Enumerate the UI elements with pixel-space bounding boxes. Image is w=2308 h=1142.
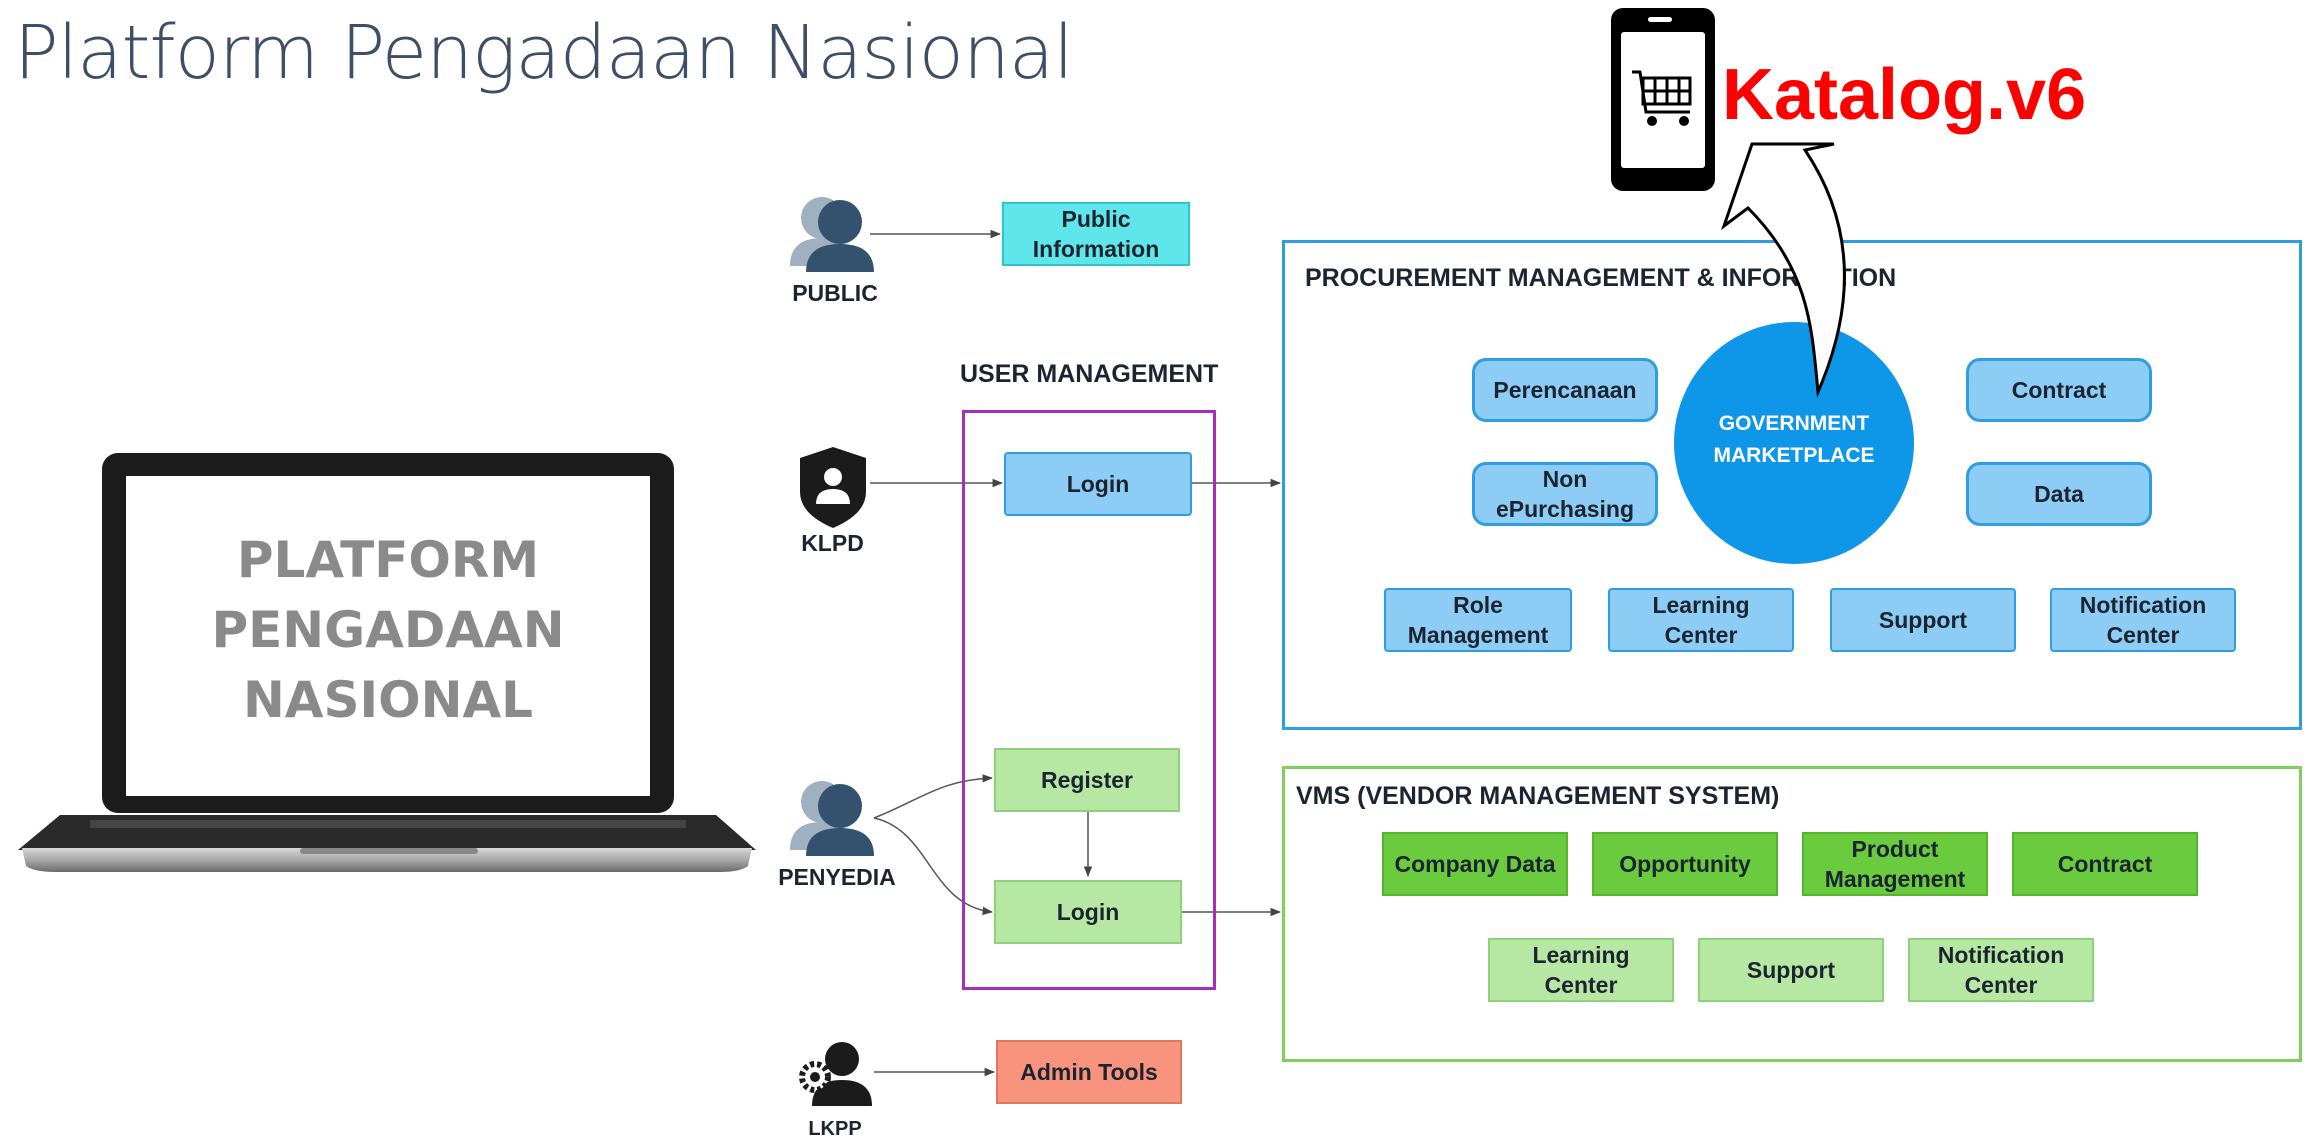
actor-public-label: PUBLIC [792,280,878,306]
admin-tools-button[interactable]: Admin Tools [996,1040,1182,1104]
perencanaan-box[interactable]: Perencanaan [1472,358,1658,422]
company-data-box[interactable]: Company Data [1382,832,1568,896]
register-button[interactable]: Register [994,748,1180,812]
laptop-screen-text: PLATFORM PENGADAAN NASIONAL [211,531,565,729]
actor-lkpp-label: LKPP [808,1118,862,1140]
product-management-box[interactable]: Product Management [1802,832,1988,896]
user-management-title: USER MANAGEMENT [960,360,1219,388]
procurement-contract-box[interactable]: Contract [1966,358,2152,422]
vms-support-box[interactable]: Support [1698,938,1884,1002]
klpd-login-button[interactable]: Login [1004,452,1192,516]
vms-notification-center-box[interactable]: Notification Center [1908,938,2094,1002]
opportunity-box[interactable]: Opportunity [1592,832,1778,896]
actor-klpd-label: KLPD [801,530,864,556]
procurement-data-box[interactable]: Data [1966,462,2152,526]
penyedia-login-button[interactable]: Login [994,880,1182,944]
procurement-support-box[interactable]: Support [1830,588,2016,652]
non-epurchasing-box[interactable]: Non ePurchasing [1472,462,1658,526]
procurement-learning-center-box[interactable]: Learning Center [1608,588,1794,652]
page-title: Platform Pengadaan Nasional [14,10,1074,96]
role-management-box[interactable]: Role Management [1384,588,1572,652]
public-information-box[interactable]: Public Information [1002,202,1190,266]
vms-contract-box[interactable]: Contract [2012,832,2198,896]
government-marketplace-label: GOVERNMENT MARKETPLACE [1713,412,1875,467]
vms-frame [1282,766,2302,1062]
procurement-notification-center-box[interactable]: Notification Center [2050,588,2236,652]
actor-penyedia-label: PENYEDIA [778,864,896,890]
vms-title: VMS (VENDOR MANAGEMENT SYSTEM) [1296,782,1780,810]
user-management-frame [962,410,1216,990]
katalog-label: Katalog.v6 [1722,55,2087,135]
government-marketplace-circle[interactable] [1674,322,1914,564]
vms-learning-center-box[interactable]: Learning Center [1488,938,1674,1002]
